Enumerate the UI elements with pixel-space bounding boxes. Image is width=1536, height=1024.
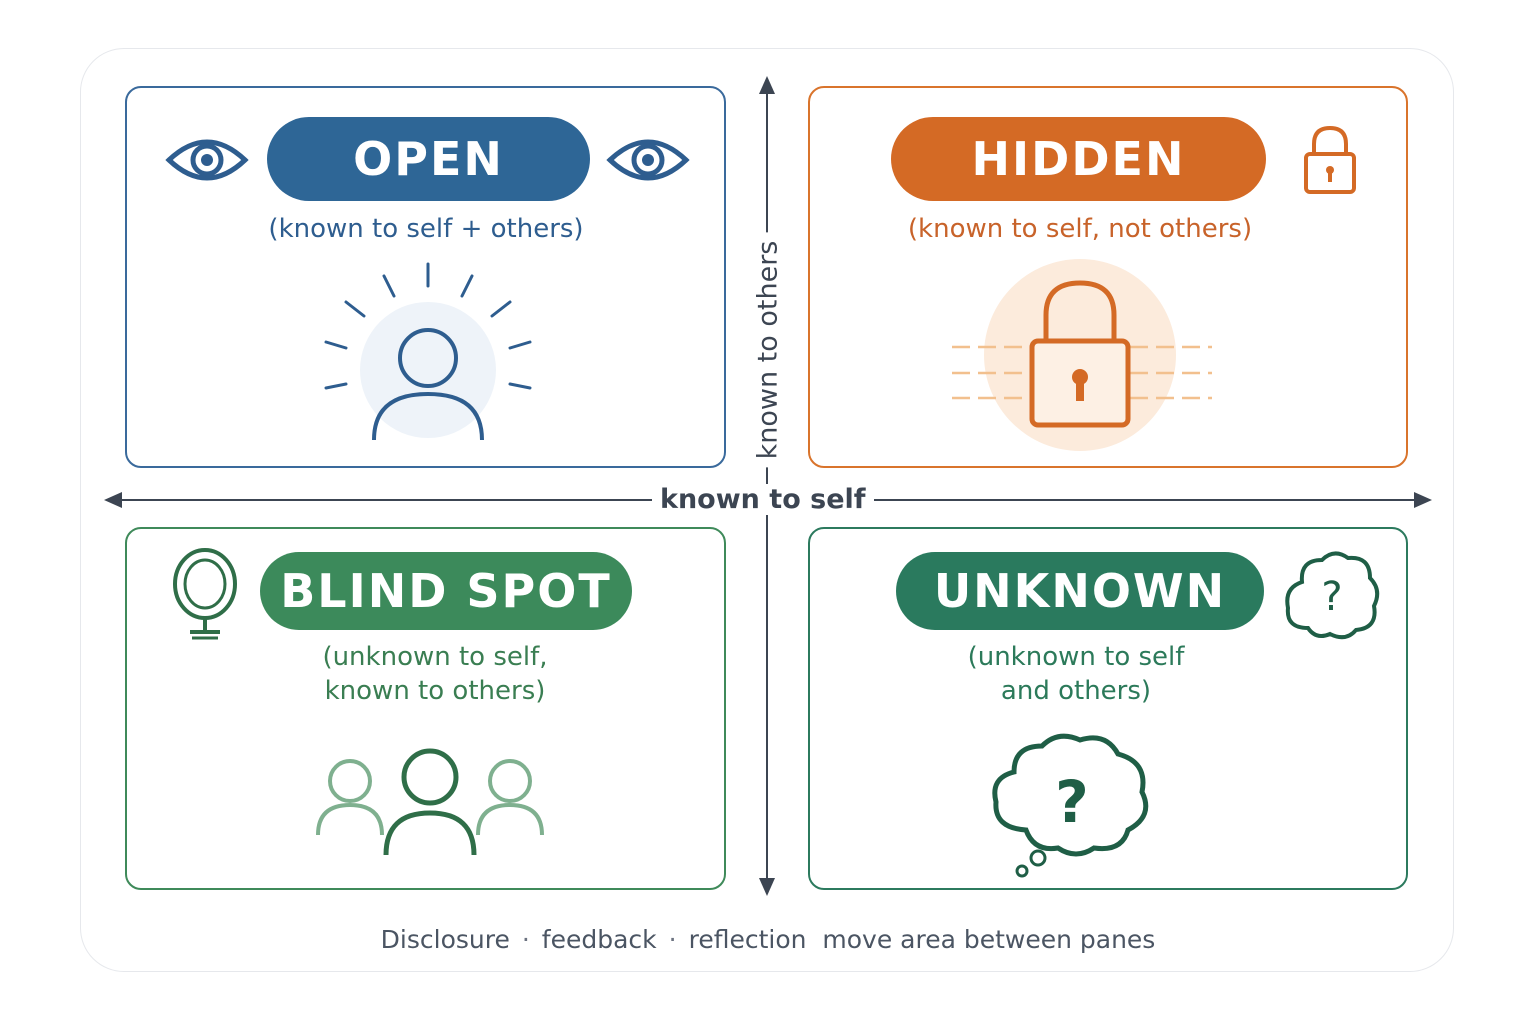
people-icon — [316, 748, 544, 856]
question-cloud-icon: ? — [1285, 551, 1380, 640]
hidden-title: HIDDEN — [891, 117, 1266, 201]
footer-tail: move area between panes — [822, 925, 1156, 954]
y-axis-label: known to others — [752, 232, 784, 468]
footer-separator: · — [668, 925, 677, 954]
y-axis-bottom-arrow — [759, 878, 775, 896]
blind-spot-subtitle: (unknown to self, known to others) — [322, 642, 548, 706]
unknown-title: UNKNOWN — [896, 552, 1264, 630]
eye-icon — [165, 139, 249, 181]
x-axis-left-arrow — [104, 492, 122, 508]
open-subtitle: (known to self + others) — [268, 214, 584, 244]
footer-caption: Disclosure · feedback · reflection move area… — [0, 925, 1536, 954]
mirror-icon — [173, 548, 237, 640]
footer-feedback: feedback — [541, 925, 657, 954]
svg-text:?: ? — [1321, 574, 1342, 620]
hidden-subtitle: (known to self, not others) — [907, 214, 1253, 244]
footer-separator: · — [521, 925, 530, 954]
x-axis-right-arrow — [1414, 492, 1432, 508]
blind-spot-title: BLIND SPOT — [260, 552, 632, 630]
open-title: OPEN — [267, 117, 590, 201]
thought-bubble-icon: ? — [992, 733, 1149, 878]
lock-icon — [1304, 125, 1356, 194]
lock-icon — [952, 259, 1212, 451]
footer-disclosure: Disclosure — [380, 925, 510, 954]
footer-reflection: reflection — [688, 925, 807, 954]
eye-icon — [606, 139, 690, 181]
x-axis-label: known to self — [652, 484, 874, 515]
svg-text:?: ? — [1055, 768, 1089, 836]
person-icon — [324, 262, 532, 441]
y-axis-top-arrow — [759, 76, 775, 94]
unknown-subtitle: (unknown to self and others) — [967, 642, 1185, 706]
